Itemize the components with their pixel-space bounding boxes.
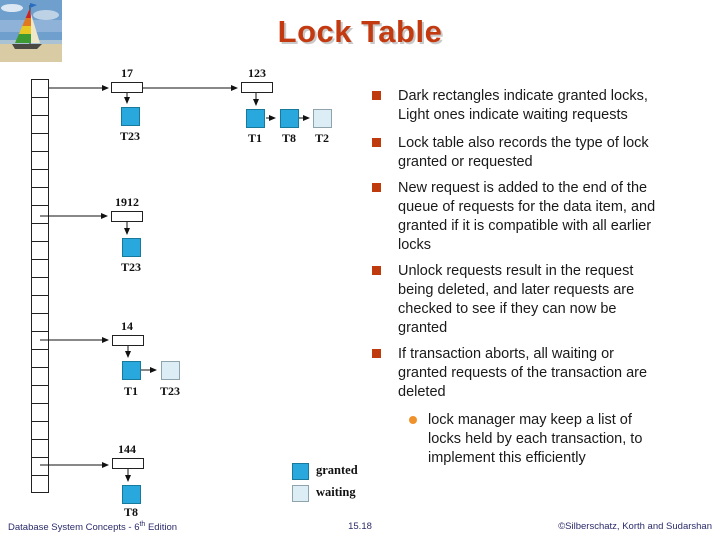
sailboat-logo-icon	[0, 0, 62, 62]
lock-record-box	[111, 211, 143, 222]
lock-square-granted	[280, 109, 299, 128]
lock-square-granted	[122, 485, 141, 504]
bullet-text: Unlock requests result in the request be…	[398, 263, 635, 336]
list-item: Unlock requests result in the request be…	[372, 262, 698, 338]
transaction-label: T2	[314, 131, 329, 145]
lock-square-waiting	[313, 109, 332, 128]
list-item: Lock table also records the type of lock…	[372, 134, 698, 172]
legend-waiting-label: waiting	[316, 485, 356, 499]
list-item: Dark rectangles indicate granted locks, …	[372, 87, 698, 125]
bullet-text: Dark rectangles indicate granted locks, …	[398, 88, 648, 123]
list-item: New request is added to the end of the q…	[372, 179, 698, 255]
legend-waiting-swatch	[292, 485, 309, 502]
lock-record-box	[241, 82, 273, 93]
legend-granted-swatch	[292, 463, 309, 480]
lock-square-granted	[121, 107, 140, 126]
bullet-square-icon	[372, 91, 381, 100]
footer-book-prefix: Database System Concepts - 6	[8, 522, 140, 534]
data-item-label: 1912	[115, 195, 139, 209]
legend-granted-label: granted	[316, 463, 358, 477]
page-title: Lock Table	[277, 14, 443, 49]
bullet-text: If transaction aborts, all waiting or gr…	[398, 346, 648, 400]
transaction-label: T23	[120, 260, 141, 274]
bullet-text: Lock table also records the type of lock…	[398, 135, 649, 170]
lock-square-granted	[122, 238, 141, 257]
sub-bullet-text: lock manager may keep a list of locks he…	[428, 412, 643, 466]
sub-list-item: lock manager may keep a list of locks he…	[409, 411, 709, 468]
transaction-label: T23	[119, 129, 140, 143]
transaction-label: T23	[159, 384, 180, 398]
data-item-label: 144	[118, 442, 136, 456]
lock-square-granted	[122, 361, 141, 380]
data-item-label: 123	[248, 66, 266, 80]
lock-square-granted	[246, 109, 265, 128]
bullet-square-icon	[372, 183, 381, 192]
footer-book-sup: th	[139, 521, 146, 528]
hash-table-array	[31, 79, 49, 493]
lock-record-box	[111, 82, 143, 93]
bullet-circle-icon	[409, 416, 417, 424]
transaction-label: T1	[123, 384, 138, 398]
bullet-square-icon	[372, 138, 381, 147]
footer-book-suffix: Edition	[145, 522, 178, 534]
bullet-text: New request is added to the end of the q…	[398, 180, 656, 253]
lock-square-waiting	[161, 361, 180, 380]
data-item-label: 17	[121, 66, 133, 80]
transaction-label: T1	[247, 131, 262, 145]
lock-record-box	[112, 335, 144, 346]
footer-copyright: ©Silberschatz, Korth and Sudarshan	[558, 521, 712, 532]
lock-record-box	[112, 458, 144, 469]
bullet-square-icon	[372, 349, 381, 358]
data-item-label: 14	[121, 319, 133, 333]
footer-book-title: Database System Concepts - 6th Edition	[8, 521, 177, 533]
list-item: If transaction aborts, all waiting or gr…	[372, 345, 698, 402]
transaction-label: T8	[281, 131, 296, 145]
bullet-square-icon	[372, 266, 381, 275]
transaction-label: T8	[123, 505, 138, 519]
slide-number: 15.18	[348, 521, 372, 532]
